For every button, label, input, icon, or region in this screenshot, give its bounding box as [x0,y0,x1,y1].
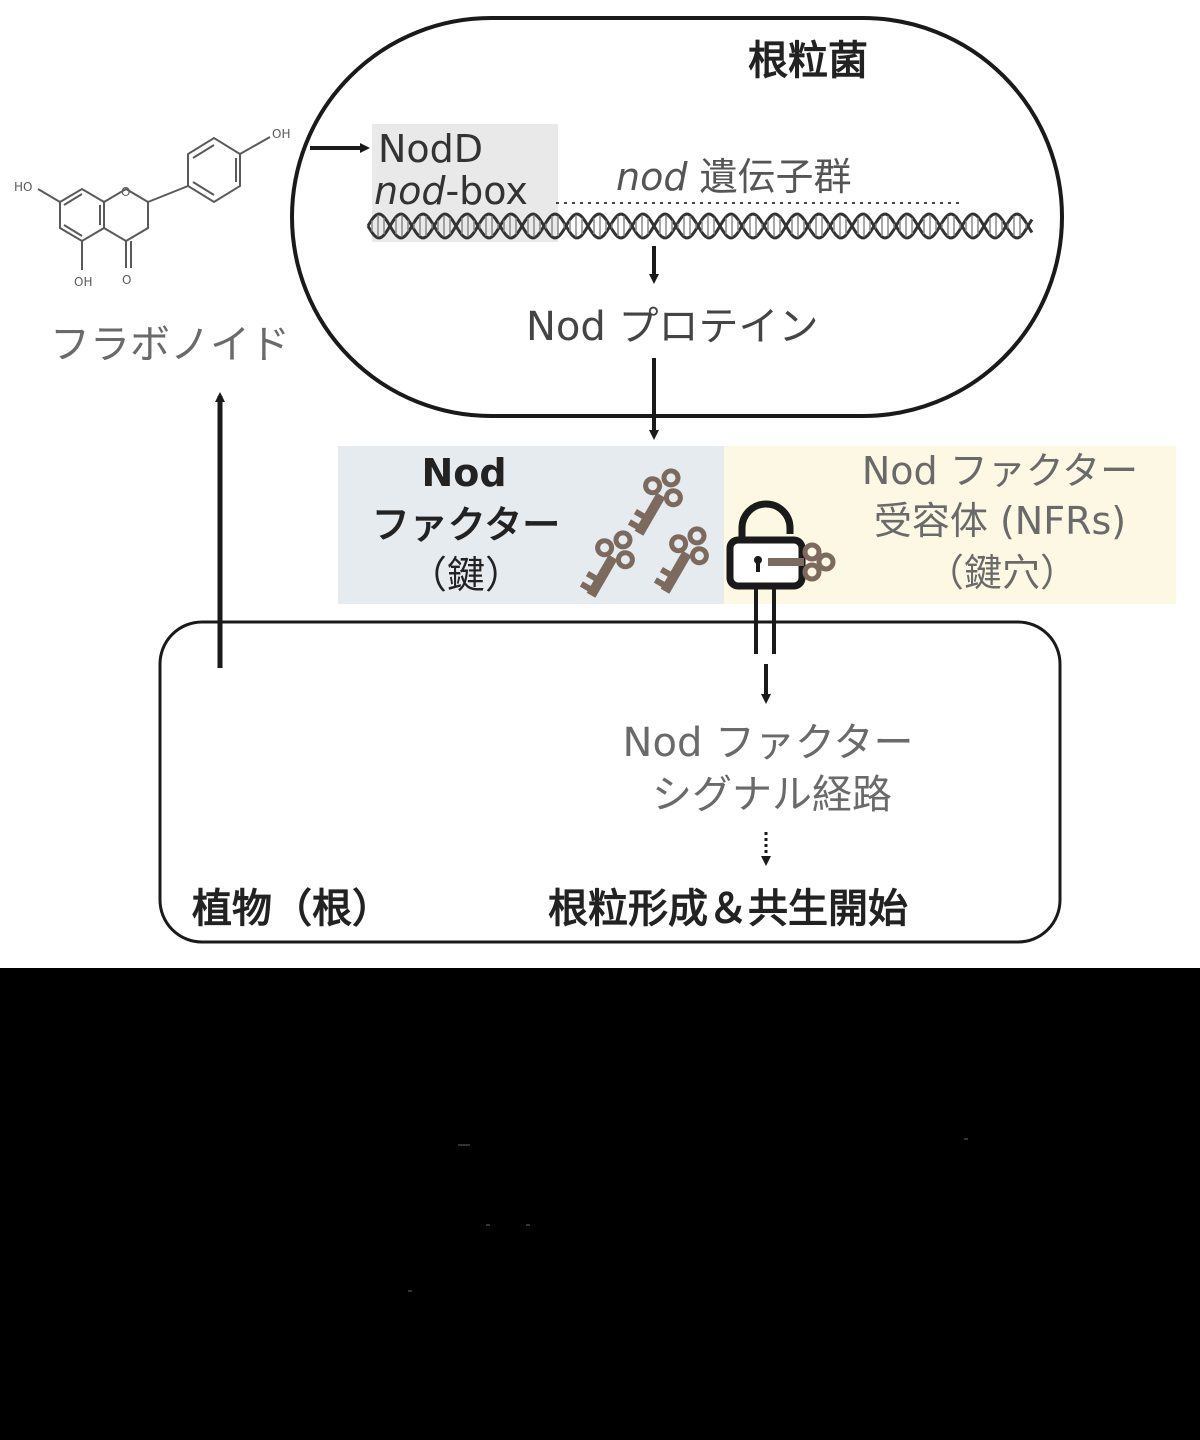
nod-factor-panel [338,446,724,604]
receptor-line1: Nod ファクター [862,449,1138,493]
flavonoid-ho-left: HO [14,180,32,194]
nod-box-label: nod-box [374,169,528,213]
signal-line1: Nod ファクター [623,720,914,766]
flavonoid-structure-icon [37,136,271,270]
dna-helix-icon [366,212,1034,240]
artifact-mark [408,1290,412,1292]
nod-factor-line2: ファクター [372,503,560,547]
flavonoid-label: フラボノイド [50,322,290,368]
signal-line2: シグナル経路 [652,772,892,818]
artifact-mark [964,1138,968,1140]
receptor-line3: （鍵穴） [926,551,1078,595]
flavonoid-ring-o: O [121,185,130,199]
flavonoid-oh-top: OH [272,127,290,141]
dna-strand [366,212,1034,240]
nod-genes-label: nod 遺伝子群 [616,155,852,199]
receptor-line2: 受容体 (NFRs) [874,499,1126,543]
nodulation-label: 根粒形成＆共生開始 [548,886,908,932]
nod-box-highlight [372,124,558,242]
inserted-key-icon [768,542,836,582]
nod-factor-line1: Nod [421,451,506,495]
plant-root-box [158,620,1062,944]
rhizobia-label: 根粒菌 [748,38,868,84]
artifact-mark [486,1224,490,1226]
rhizobia-cell [290,16,1064,418]
plant-root-label: 植物（根） [192,886,392,932]
flavonoid-ketone-o: O [122,273,131,287]
flavonoid-oh-bottom: OH [74,275,92,289]
nod-factor-line3: （鍵） [409,553,523,597]
nod-protein-label: Nod プロテイン [526,304,819,350]
artifact-mark [526,1224,530,1226]
artifact-mark [458,1144,470,1146]
nodd-label: NodD [378,127,483,171]
